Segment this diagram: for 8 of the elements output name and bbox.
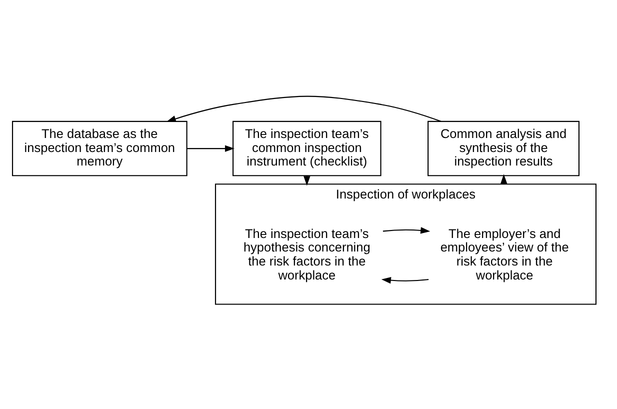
node-text: The employer’s and employees’ view of the risk factors in the workplace (440, 226, 569, 282)
node-box: Common analysis and synthesis of the inspection results (428, 120, 580, 176)
arrow (381, 276, 429, 284)
node-text: The inspection team’s hypothesis concerning the risk factors in the workplace (243, 226, 370, 282)
arrow (382, 227, 430, 234)
arrow (187, 145, 235, 152)
node-box: The database as the inspection team’s common memory (12, 120, 188, 176)
arrow (166, 96, 442, 122)
